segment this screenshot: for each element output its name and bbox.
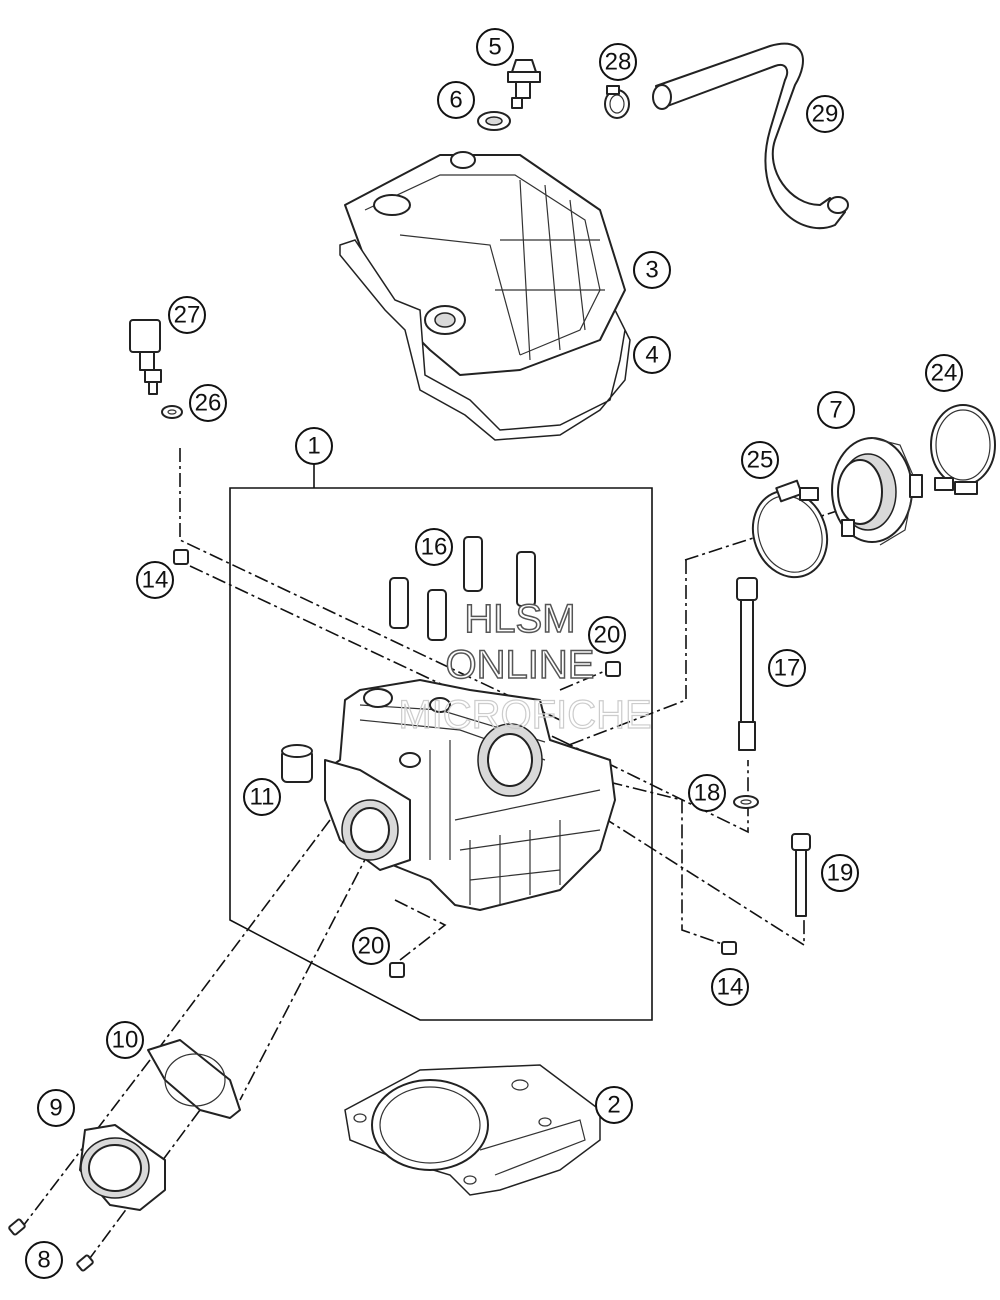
callout-10: 10: [106, 1021, 144, 1059]
callout-1: 1: [295, 427, 333, 465]
head-gasket-2: [344, 1064, 601, 1196]
callout-label: 1: [307, 433, 320, 460]
callout-18: 18: [688, 774, 726, 812]
callout-9: 9: [37, 1089, 75, 1127]
callout-label: 5: [488, 34, 501, 61]
callout-label: 27: [174, 302, 201, 329]
callout-3: 3: [633, 251, 671, 289]
callout-label: 9: [49, 1095, 62, 1122]
callout-6: 6: [437, 81, 475, 119]
callout-11: 11: [243, 778, 281, 816]
bolt-19: [791, 833, 811, 917]
temperature-sensor-27: [129, 319, 162, 395]
dowel-sleeve-11: [281, 744, 313, 783]
callout-19: 19: [821, 854, 859, 892]
breather-hose-29: [652, 42, 849, 230]
callout-label: 11: [250, 784, 275, 811]
intake-flange-7: [831, 437, 923, 546]
screw-14-bottom: [721, 941, 737, 955]
callout-label: 19: [827, 860, 854, 887]
callout-29: 29: [806, 95, 844, 133]
manifold-gasket-10: [147, 1039, 241, 1119]
callout-label: 20: [358, 933, 385, 960]
callout-label: 4: [645, 342, 658, 369]
callout-7: 7: [817, 391, 855, 429]
washer-18: [733, 795, 759, 809]
callout-14-bottom: 14: [711, 968, 749, 1006]
watermark-line-2: ONLINE: [446, 643, 595, 687]
screw-14-top: [173, 549, 189, 565]
callout-2: 2: [595, 1086, 633, 1124]
callout-label: 16: [421, 534, 448, 561]
callout-26: 26: [189, 384, 227, 422]
callout-label: 17: [774, 655, 801, 682]
callout-8: 8: [25, 1241, 63, 1279]
plug-20-top: [605, 661, 621, 677]
callout-label: 3: [645, 257, 658, 284]
callout-4: 4: [633, 336, 671, 374]
callout-label: 29: [812, 101, 839, 128]
valve-cover: [344, 151, 626, 376]
callout-label: 8: [37, 1247, 50, 1274]
callout-label: 20: [594, 622, 621, 649]
callout-label: 18: [694, 780, 721, 807]
watermark-line-3: MICROFICHE: [398, 693, 651, 737]
valve-guides-16: [389, 536, 536, 641]
callout-25: 25: [741, 441, 779, 479]
callout-17: 17: [768, 649, 806, 687]
callout-label: 14: [717, 974, 744, 1001]
leader-lines: [19, 448, 841, 1259]
watermark: HLSM ONLINE MICROFICHE: [398, 596, 653, 737]
callout-label: 25: [747, 447, 774, 474]
seal-washer-6: [477, 111, 511, 131]
callout-label: 6: [449, 87, 462, 114]
callout-14-top: 14: [136, 561, 174, 599]
callout-label: 7: [829, 397, 842, 424]
bolt-5: [507, 59, 541, 109]
sealing-ring-26: [161, 405, 183, 419]
callout-label: 28: [605, 49, 632, 76]
callout-16: 16: [415, 528, 453, 566]
hose-clamp-28: [604, 85, 630, 119]
callout-label: 14: [142, 567, 169, 594]
callout-label: 26: [195, 390, 222, 417]
valve-cover-gasket: [339, 239, 631, 441]
callout-label: 10: [112, 1027, 139, 1054]
plug-20-bottom: [389, 962, 405, 978]
screws-8: [8, 1218, 94, 1272]
watermark-line-1: HLSM: [464, 597, 575, 641]
intake-manifold-9: [79, 1124, 166, 1211]
assembly-frame: [229, 464, 653, 1021]
callout-label: 24: [931, 360, 958, 387]
callout-5: 5: [476, 28, 514, 66]
cylinder-head-1: [324, 679, 616, 911]
bolt-17: [736, 577, 758, 751]
callout-27: 27: [168, 296, 206, 334]
clamp-24: [930, 404, 996, 495]
callout-20-bottom: 20: [352, 927, 390, 965]
callout-20-top: 20: [588, 616, 626, 654]
callout-28: 28: [599, 43, 637, 81]
clamp-25: [751, 479, 829, 579]
callout-label: 2: [607, 1092, 620, 1119]
callout-24: 24: [925, 354, 963, 392]
